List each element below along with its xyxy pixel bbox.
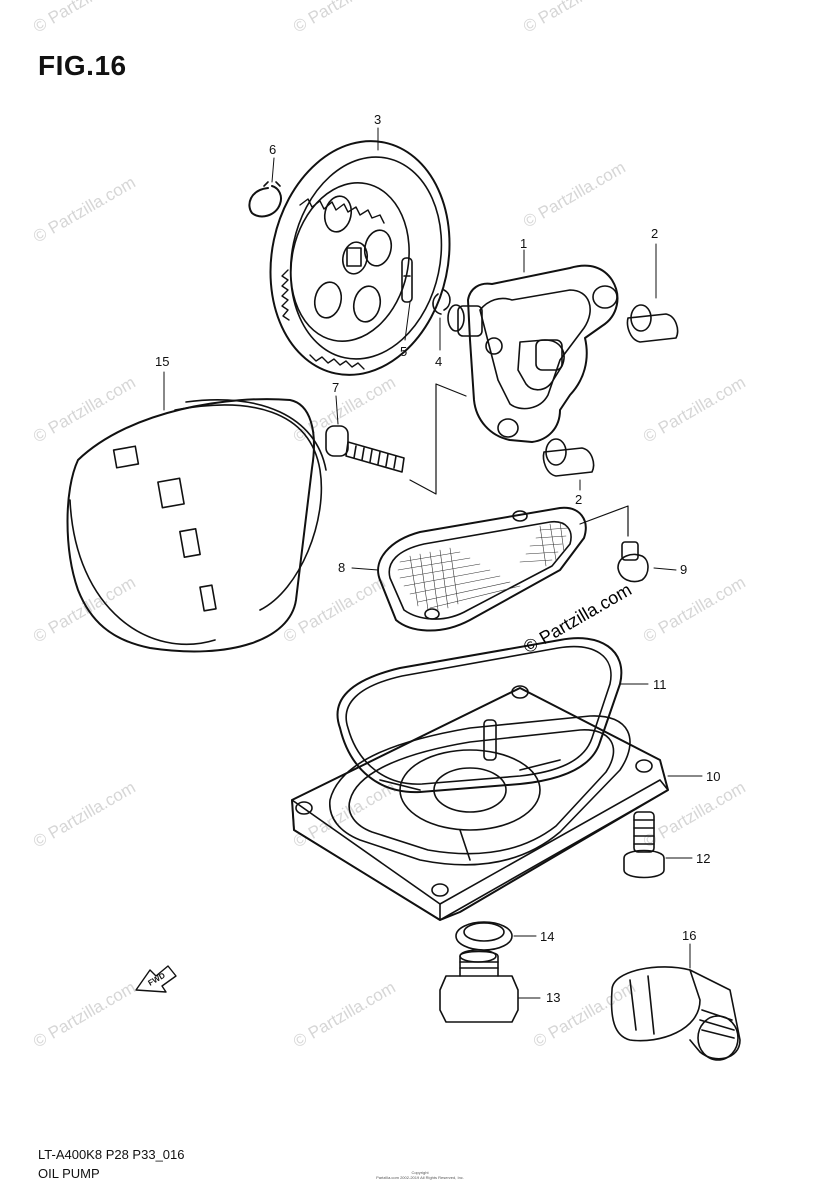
callout-14: 14	[540, 929, 554, 944]
part-2-dowel-pin-upper	[626, 304, 679, 343]
leader-bracket	[409, 383, 467, 495]
part-13-drain-plug	[439, 949, 519, 1023]
callout-11: 11	[653, 677, 667, 692]
callout-2-lower: 2	[575, 492, 582, 507]
part-15-oil-filter	[66, 398, 327, 653]
callout-6: 6	[269, 142, 276, 157]
section-name: OIL PUMP	[38, 1166, 100, 1181]
part-6-circlip	[248, 181, 282, 218]
callout-2-upper: 2	[651, 226, 658, 241]
copyright-notice: Copyright Partzilla.com 2002-2019 All Ri…	[360, 1170, 480, 1180]
model-code: LT-A400K8 P28 P33_016	[38, 1147, 185, 1162]
callout-5: 5	[400, 344, 407, 359]
callout-1: 1	[520, 236, 527, 251]
part-12-bolt	[623, 811, 665, 879]
callout-9: 9	[680, 562, 687, 577]
callout-10: 10	[706, 769, 720, 784]
copyright-line: Copyright	[411, 1170, 429, 1175]
part-1-oil-pump-body	[447, 264, 619, 443]
callout-16: 16	[682, 928, 696, 943]
part-2-dowel-pin-lower	[542, 438, 595, 477]
part-16-pressure-switch	[610, 966, 741, 1061]
leader-lines	[163, 127, 703, 999]
fwd-arrow-icon	[135, 965, 177, 993]
leader-bracket	[579, 505, 629, 537]
callout-12: 12	[696, 851, 710, 866]
figure-title: FIG.16	[38, 50, 127, 81]
copyright-line: Partzilla.com 2002-2019 All Rights Reser…	[376, 1175, 464, 1180]
callout-15: 15	[155, 354, 169, 369]
part-7-bolt	[325, 425, 405, 473]
part-8-oil-strainer	[377, 506, 587, 632]
part-11-o-ring	[336, 637, 623, 794]
part-9-bolt	[617, 541, 649, 583]
part-10-oil-pan	[291, 685, 669, 921]
callout-13: 13	[546, 990, 560, 1005]
part-3-driven-gear	[269, 140, 451, 376]
callout-8: 8	[338, 560, 345, 575]
part-14-gasket	[455, 921, 513, 951]
callout-4: 4	[435, 354, 442, 369]
part-5-pin	[401, 257, 413, 303]
callout-7: 7	[332, 380, 339, 395]
callout-3: 3	[374, 112, 381, 127]
part-4-circlip	[432, 289, 451, 315]
